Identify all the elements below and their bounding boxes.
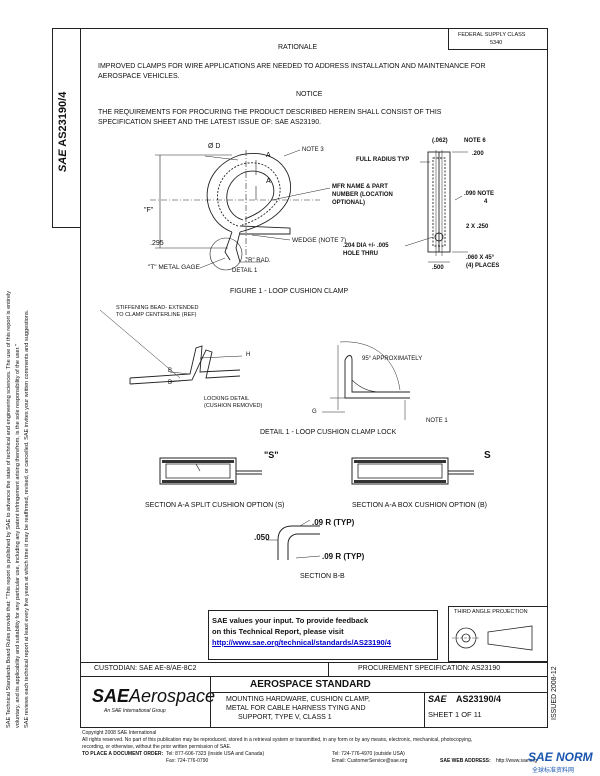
fig1-f-label: "F" <box>144 207 154 214</box>
section-dim-050: .050 <box>254 533 270 542</box>
section-box-caption: SECTION A-A BOX CUSHION OPTION (B) <box>352 502 487 509</box>
copyright-line3: recording, or otherwise, without the pri… <box>82 744 232 750</box>
fig1-mfr1: MFR NAME & PART <box>332 184 388 190</box>
copyright-line2: All rights reserved. No part of this pub… <box>82 737 473 743</box>
feedback-line1: SAE values your input. To provide feedba… <box>212 616 369 625</box>
custodian: CUSTODIAN: SAE AE-8/AE-8C2 <box>94 665 197 672</box>
title-line2: METAL FOR CABLE HARNESS TYING AND <box>226 705 366 712</box>
fig1-r-rad: "R" RAD. <box>246 258 271 264</box>
watermark-sub: 全球标准资料网 <box>532 768 575 774</box>
fig1-dim-500: .500 <box>432 265 444 271</box>
logo-sub: An SAE International Group <box>104 708 166 714</box>
feedback-box <box>208 610 438 660</box>
order-label: TO PLACE A DOCUMENT ORDER: <box>82 751 164 757</box>
order-tel: Tel: 877-606-7323 (inside USA and Canada… <box>166 751 265 757</box>
fig1-od: Ø D <box>208 143 221 150</box>
rationale-line2: AEROSPACE VEHICLES. <box>98 73 180 80</box>
section-r09-bottom: .09 R (TYP) <box>322 552 365 561</box>
fig1-note4: 4 <box>484 199 488 205</box>
section-bb-caption: SECTION B-B <box>300 573 345 580</box>
lock-b2: B <box>168 380 173 386</box>
lock-stiffen2: TO CLAMP CENTERLINE (REF) <box>116 312 197 318</box>
web-address[interactable]: http://www.sae.org <box>496 758 538 764</box>
footer-docnum: AS23190/4 <box>456 694 502 704</box>
left-strip <box>52 28 80 228</box>
projection-box <box>448 606 548 662</box>
logo: SAEAerospace <box>92 686 215 707</box>
fig1-dim-062: (.062) <box>432 138 448 144</box>
fig1-dim-295: .295 <box>150 240 164 247</box>
footer-rule-3 <box>210 692 548 693</box>
fig1-caption: FIGURE 1 - LOOP CUSHION CLAMP <box>230 288 349 295</box>
fig1-mfr2: NUMBER (LOCATION <box>332 192 393 198</box>
fig1-full-radius: FULL RADIUS TYP <box>356 157 410 163</box>
notice-line2: SPECIFICATION SHEET AND THE LATEST ISSUE… <box>98 119 322 126</box>
footer-vdiv-1 <box>328 662 329 676</box>
projection-label: THIRD ANGLE PROJECTION <box>454 609 528 615</box>
notice-line1: THE REQUIREMENTS FOR PROCURING THE PRODU… <box>98 109 442 116</box>
order-tel2: Tel: 724-776-4970 (outside USA) <box>332 751 405 757</box>
fig1-mfr3: OPTIONAL) <box>332 200 365 206</box>
logo-aero: Aerospace <box>129 686 216 706</box>
fig1-dim-2x250: 2 X .250 <box>466 224 489 230</box>
footer-rule-1 <box>80 662 548 663</box>
lock-g: G <box>312 409 317 415</box>
aerospace-standard: AEROSPACE STANDARD <box>250 679 371 690</box>
lock-detail1: LOCKING DETAIL <box>204 396 250 402</box>
fig1-chamfer1: .060 X 45° <box>466 255 495 261</box>
fig1-hole2: HOLE THRU <box>343 251 378 257</box>
fed-supply-box <box>448 28 548 50</box>
fig1-a-mid: A <box>266 178 271 185</box>
fig1-wedge: WEDGE (NOTE 7) <box>292 237 347 244</box>
section-s-quote: "S" <box>264 450 279 460</box>
footer-vdiv-3 <box>424 692 425 728</box>
section-s-plain: S <box>484 450 491 461</box>
logo-sae: SAE <box>92 686 130 706</box>
feedback-url-link[interactable]: http://www.sae.org/technical/standards/A… <box>212 638 391 647</box>
fed-supply-line2: 5340 <box>490 40 503 46</box>
section-split-caption: SECTION A-A SPLIT CUSHION OPTION (S) <box>145 502 285 509</box>
lock-caption: DETAIL 1 - LOOP CUSHION CLAMP LOCK <box>260 429 397 436</box>
lock-note1: NOTE 1 <box>426 418 448 424</box>
order-email: Email: CustomerService@sae.org <box>332 758 408 764</box>
title-line3: SUPPORT, TYPE V, CLASS 1 <box>238 714 332 721</box>
fed-supply-line1: FEDERAL SUPPLY CLASS <box>458 32 526 38</box>
feedback-line2: on this Technical Report, please visit <box>212 627 344 636</box>
fig1-note3: NOTE 3 <box>302 147 324 153</box>
lock-detail2: (CUSHION REMOVED) <box>204 403 263 409</box>
fig1-note6: NOTE 6 <box>464 138 486 144</box>
fig1-dim-090: .090 NOTE <box>464 191 495 197</box>
web-label: SAE WEB ADDRESS: <box>440 758 491 764</box>
section-r09-top: .09 R (TYP) <box>312 518 355 527</box>
rationale-line1: IMPROVED CLAMPS FOR WIRE APPLICATIONS AR… <box>98 63 486 70</box>
fig1-chamfer2: (4) PLACES <box>466 263 500 269</box>
lock-b1: B <box>168 368 173 374</box>
procurement: PROCUREMENT SPECIFICATION: AS23190 <box>358 665 501 672</box>
title-line1: MOUNTING HARDWARE, CUSHION CLAMP, <box>226 696 370 703</box>
lock-h: H <box>246 352 251 358</box>
copyright-line1: Copyright 2008 SAE International <box>82 730 157 736</box>
order-fax: Fax: 724-776-0790 <box>166 758 209 764</box>
watermark: SAE NORM <box>528 750 593 764</box>
fig1-detail1: DETAIL 1 <box>232 268 258 274</box>
lock-approx: 95° APPROXIMATELY <box>362 356 423 362</box>
fig1-hole1: .204 DIA +/- .005 <box>343 243 389 249</box>
fig1-t-gage: "T" METAL GAGE <box>148 264 200 271</box>
rationale-heading: RATIONALE <box>278 44 318 51</box>
notice-heading: NOTICE <box>296 91 323 98</box>
sheet-number: SHEET 1 OF 11 <box>428 710 482 719</box>
fig1-a-top: A <box>266 152 271 159</box>
lock-stiffen1: STIFFENING BEAD- EXTENDED <box>116 305 199 311</box>
fig1-dim-200: .200 <box>472 151 484 157</box>
mini-sae-logo: SAE <box>428 694 447 704</box>
footer-vdiv-2 <box>210 676 211 728</box>
footer-rule-2 <box>80 676 548 677</box>
drawing-frame <box>80 28 548 728</box>
